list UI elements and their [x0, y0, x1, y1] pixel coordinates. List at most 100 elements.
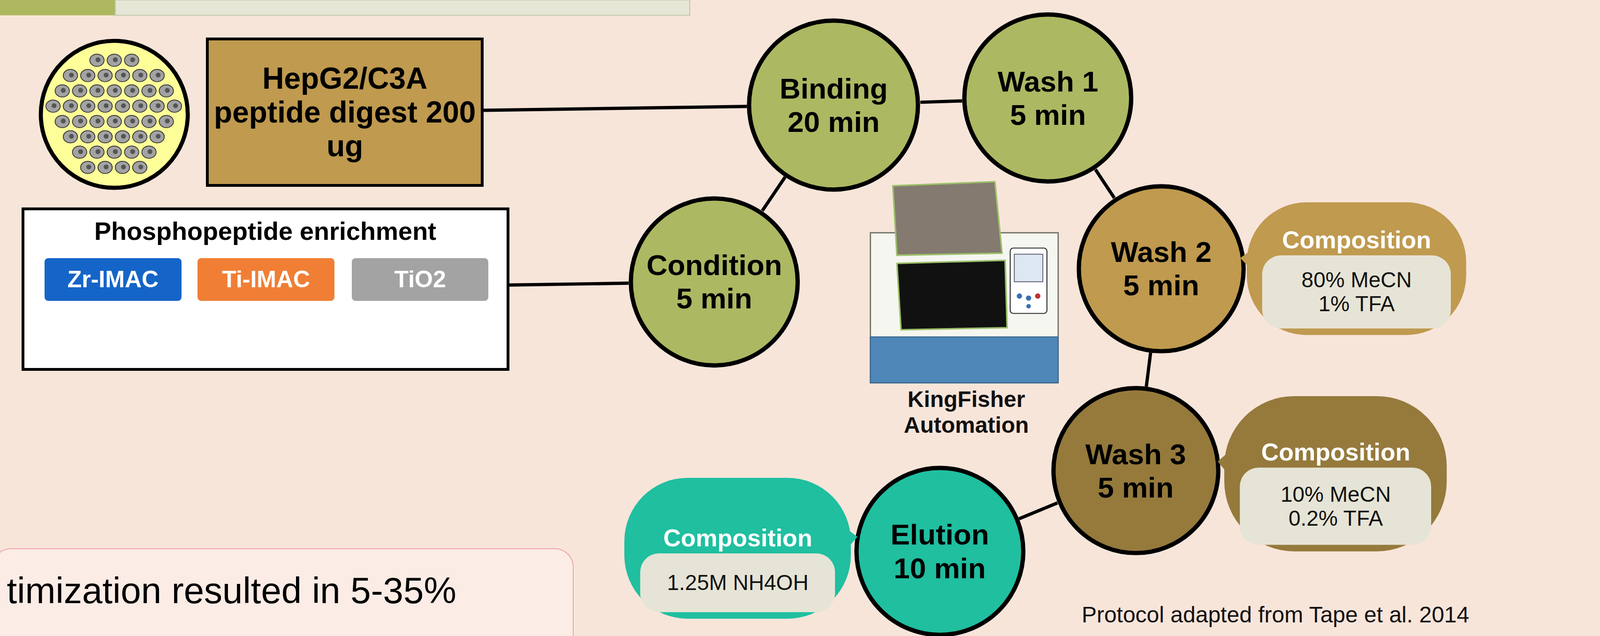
cell-nucleus	[95, 118, 101, 124]
cell	[80, 161, 95, 174]
cell-nucleus	[60, 118, 66, 124]
cell-nucleus	[121, 164, 126, 169]
step-circle: Elution10 min	[854, 465, 1026, 636]
cell	[132, 69, 147, 82]
cell-nucleus	[95, 87, 101, 93]
circle-fill	[856, 467, 1024, 635]
cell	[72, 115, 87, 128]
cell	[150, 99, 165, 113]
cell-nucleus	[113, 87, 118, 93]
connector	[920, 100, 963, 103]
connector	[509, 282, 630, 285]
cell-nucleus	[130, 87, 136, 93]
cell	[63, 130, 78, 143]
circle-outline	[1076, 183, 1246, 354]
connector	[762, 176, 786, 211]
step-name: Wash 3	[1085, 437, 1187, 471]
step-duration: 5 min	[1097, 470, 1174, 504]
bubble-heading: Composition	[624, 477, 851, 554]
cell-nucleus	[78, 149, 84, 154]
cell	[124, 84, 139, 98]
note-text: timization resulted in 5-35%	[7, 569, 457, 611]
cell	[159, 84, 174, 98]
cell-nucleus	[113, 57, 118, 62]
cell-nucleus	[155, 103, 161, 108]
cell	[72, 145, 87, 159]
step-circle: Condition5 min	[628, 196, 800, 368]
bubble-body	[624, 477, 851, 619]
step-circle: Wash 35 min	[1051, 385, 1221, 555]
cell	[132, 161, 147, 174]
cell-nucleus	[130, 149, 136, 154]
result-note: timization resulted in 5-35%	[0, 547, 574, 636]
cell	[159, 115, 174, 128]
circle-fill	[630, 198, 798, 366]
circle-outline	[854, 465, 1026, 636]
cell	[89, 53, 104, 67]
bubble-body	[1224, 395, 1447, 552]
header-band	[115, 0, 691, 16]
kingfisher-instrument	[870, 181, 1059, 383]
connector	[1095, 169, 1115, 198]
bubble-body-text: 10% MeCN 0.2% TFA	[1270, 469, 1402, 543]
cell	[45, 99, 61, 113]
cell-nucleus	[130, 118, 136, 124]
cell-nucleus	[60, 87, 66, 93]
instrument-lid	[892, 181, 1002, 256]
cell-nucleus	[121, 72, 126, 78]
cell-nucleus	[103, 133, 109, 139]
circle-fill	[749, 20, 918, 190]
step-duration: 5 min	[1009, 98, 1086, 132]
cell	[124, 115, 139, 128]
cell	[63, 99, 78, 113]
cell	[63, 69, 78, 82]
cell	[115, 161, 130, 174]
cell-nucleus	[165, 87, 170, 93]
cell-nucleus	[165, 118, 170, 124]
cell-nucleus	[103, 72, 109, 78]
step-name: Elution	[890, 517, 989, 551]
box-text: HepG2/C3A peptide digest 200 ug	[213, 61, 477, 164]
step-name: Condition	[646, 248, 782, 282]
tag-text: Ti-IMAC	[221, 265, 311, 293]
instrument-base	[870, 336, 1059, 383]
cell-nucleus	[68, 133, 74, 139]
material-tag: Zr-IMAC	[44, 257, 182, 301]
cell	[150, 130, 165, 143]
cell	[106, 115, 122, 128]
cell-nucleus	[78, 118, 84, 124]
citation-note: Protocol adapted from Tape et al. 2014	[1081, 601, 1470, 628]
circle-outline	[746, 18, 921, 192]
cell-nucleus	[138, 103, 144, 108]
cell-nucleus	[68, 103, 74, 108]
circle-outline	[628, 196, 800, 368]
bubble-panel	[1240, 467, 1432, 545]
cell	[141, 84, 156, 98]
cell	[89, 115, 104, 128]
cell	[115, 99, 130, 113]
circle-outline	[962, 12, 1134, 184]
cell-nucleus	[138, 133, 144, 139]
cell	[150, 69, 165, 82]
cell-dish	[40, 40, 188, 188]
cell	[80, 99, 95, 113]
step-name: Wash 1	[997, 64, 1099, 99]
material-tag: TiO2	[351, 257, 489, 301]
cell-nucleus	[121, 133, 126, 139]
cell-nucleus	[103, 103, 109, 108]
bubble-panel	[1262, 255, 1451, 329]
cell	[54, 115, 69, 128]
cell	[106, 53, 122, 67]
cell-nucleus	[113, 118, 118, 124]
cell-nucleus	[147, 149, 153, 154]
cell	[98, 99, 113, 113]
cell	[98, 161, 113, 174]
bubble-heading: Composition	[1246, 202, 1467, 256]
cell	[98, 130, 113, 143]
cell-nucleus	[68, 72, 74, 78]
instrument-window	[896, 260, 1008, 330]
control-button	[1035, 293, 1041, 299]
tag-text: TiO2	[394, 265, 447, 293]
cell	[106, 84, 122, 98]
